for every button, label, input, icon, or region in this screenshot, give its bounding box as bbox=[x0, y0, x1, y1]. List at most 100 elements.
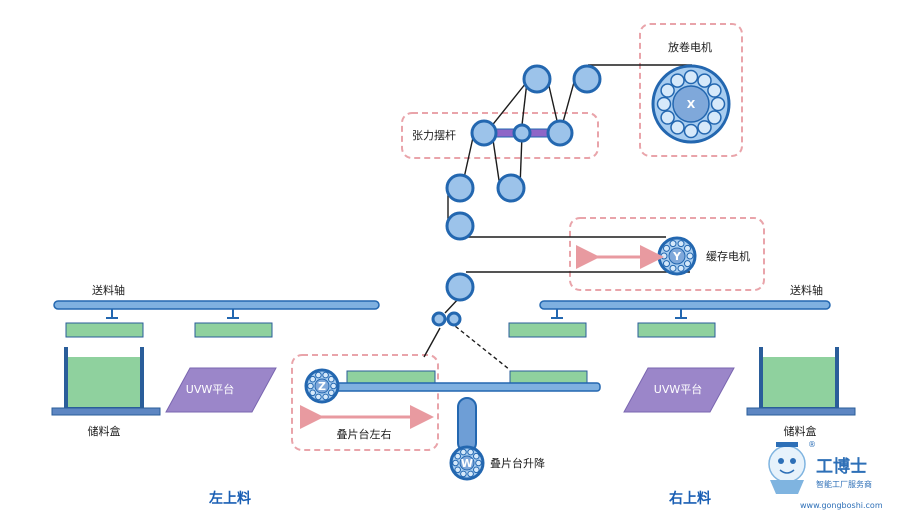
unwind-motor-label: 放卷电机 bbox=[668, 40, 712, 54]
unwind-motor-box bbox=[639, 23, 743, 157]
suction-pad-left-1 bbox=[65, 322, 144, 338]
feed-shaft-left-label: 送料轴 bbox=[92, 283, 125, 297]
bearing-ball bbox=[670, 73, 685, 88]
roller-top-1 bbox=[522, 64, 552, 94]
bearing-ball bbox=[683, 69, 699, 85]
suction-pad-right-1 bbox=[508, 322, 587, 338]
bearing-ball bbox=[707, 83, 722, 98]
stack-lr-label: 叠片台左右 bbox=[337, 427, 392, 441]
left-load-label: 左上料 bbox=[208, 490, 251, 507]
bearing-ball bbox=[684, 244, 691, 252]
bearing-ball bbox=[677, 264, 685, 272]
bearing-ball bbox=[660, 83, 675, 98]
uvw-platform-right bbox=[623, 367, 735, 413]
bearing-ball bbox=[330, 382, 337, 390]
bearing-ball bbox=[669, 264, 677, 272]
stack-table-bar bbox=[317, 382, 601, 392]
bearing-ball bbox=[670, 120, 685, 135]
bearing-ball bbox=[669, 240, 677, 248]
pinch-roller-1 bbox=[431, 311, 447, 327]
bearing-ball bbox=[467, 448, 474, 456]
tension-arm-box bbox=[401, 112, 599, 159]
gongboshi-logo: 工博士 智能工厂服务商 ® www.gongboshi.com bbox=[768, 440, 883, 510]
stack-table-green-left bbox=[346, 370, 436, 384]
feed-shaft-right bbox=[539, 300, 831, 310]
roller-mid-1 bbox=[445, 173, 475, 203]
roller-tension-2 bbox=[512, 123, 532, 143]
bearing-ball bbox=[697, 73, 712, 88]
bearing-ball bbox=[686, 252, 694, 260]
suction-pad-right-2 bbox=[637, 322, 716, 338]
motor-z-letter: Z bbox=[318, 380, 326, 393]
feed-shaft-right-label: 送料轴 bbox=[790, 283, 823, 297]
feed-shaft-left bbox=[53, 300, 380, 310]
bearing-ball bbox=[475, 459, 482, 467]
roller-mid-2 bbox=[496, 173, 526, 203]
logo-name: 工博士 bbox=[816, 456, 867, 477]
stack-lift-column bbox=[457, 397, 477, 453]
pinch-roller-2 bbox=[446, 311, 462, 327]
logo-subtitle: 智能工厂服务商 bbox=[816, 479, 872, 489]
web-path-dashed bbox=[449, 321, 511, 371]
roller-lower bbox=[445, 272, 475, 302]
bearing-ball bbox=[328, 375, 335, 383]
bearing-ball bbox=[460, 448, 467, 456]
stack-lift-motor: W bbox=[449, 445, 485, 481]
bearing-ball bbox=[473, 452, 480, 460]
uvw-right-label: UVW平台 bbox=[654, 382, 702, 396]
roller-mid-3 bbox=[445, 211, 475, 241]
bearing-ball bbox=[309, 375, 317, 383]
suction-pad-left-2 bbox=[194, 322, 273, 338]
stack-table-green-right bbox=[509, 370, 588, 384]
bearing-ball bbox=[454, 466, 462, 474]
bin-left-label: 储料盒 bbox=[88, 424, 121, 438]
bin-right-label: 储料盒 bbox=[784, 424, 817, 438]
bearing-ball bbox=[683, 123, 699, 139]
stack-lift-label: 叠片台升降 bbox=[490, 456, 545, 470]
stack-lr-box bbox=[291, 354, 439, 451]
roller-tension-1 bbox=[470, 119, 498, 147]
storage-bin-right bbox=[746, 347, 856, 416]
motor-x-letter: X bbox=[687, 98, 696, 111]
unwind-motor: X bbox=[651, 64, 731, 144]
bearing-ball bbox=[697, 120, 712, 135]
bearing-ball bbox=[656, 96, 672, 112]
buffer-motor-label: 缓存电机 bbox=[706, 249, 750, 263]
bearing-ball bbox=[710, 96, 726, 112]
bearing-ball bbox=[660, 252, 668, 260]
bearing-ball bbox=[660, 110, 675, 125]
bearing-ball bbox=[328, 389, 335, 397]
bearing-ball bbox=[473, 466, 480, 474]
bearing-ball bbox=[707, 110, 722, 125]
logo-url: www.gongboshi.com bbox=[800, 501, 883, 510]
bearing-ball bbox=[307, 382, 314, 390]
roller-tension-3 bbox=[546, 119, 574, 147]
tension-arm-label: 张力摆杆 bbox=[412, 128, 456, 142]
bearing-ball bbox=[467, 470, 474, 478]
bearing-ball bbox=[677, 240, 685, 248]
roller-top-2 bbox=[572, 64, 602, 94]
buffer-motor: Y bbox=[657, 236, 697, 276]
bearing-ball bbox=[309, 389, 317, 397]
right-load-label: 右上料 bbox=[668, 490, 711, 507]
bearing-ball bbox=[322, 393, 329, 401]
storage-bin-left bbox=[51, 347, 161, 416]
bearing-ball bbox=[322, 371, 329, 379]
motor-y-letter: Y bbox=[672, 250, 682, 263]
motor-w-letter: W bbox=[461, 457, 473, 470]
bearing-ball bbox=[663, 260, 670, 268]
uvw-platform-left bbox=[165, 367, 277, 413]
uvw-left-label: UVW平台 bbox=[186, 382, 234, 396]
bearing-ball bbox=[663, 244, 670, 252]
bearing-ball bbox=[454, 452, 462, 460]
logo-registered: ® bbox=[808, 440, 816, 449]
stack-lr-motor: Z bbox=[304, 368, 340, 404]
bearing-ball bbox=[315, 371, 322, 379]
buffer-motor-box bbox=[569, 217, 765, 291]
bearing-ball bbox=[684, 260, 691, 268]
bearing-ball bbox=[315, 393, 322, 401]
bearing-ball bbox=[460, 470, 467, 478]
bearing-ball bbox=[452, 459, 459, 467]
